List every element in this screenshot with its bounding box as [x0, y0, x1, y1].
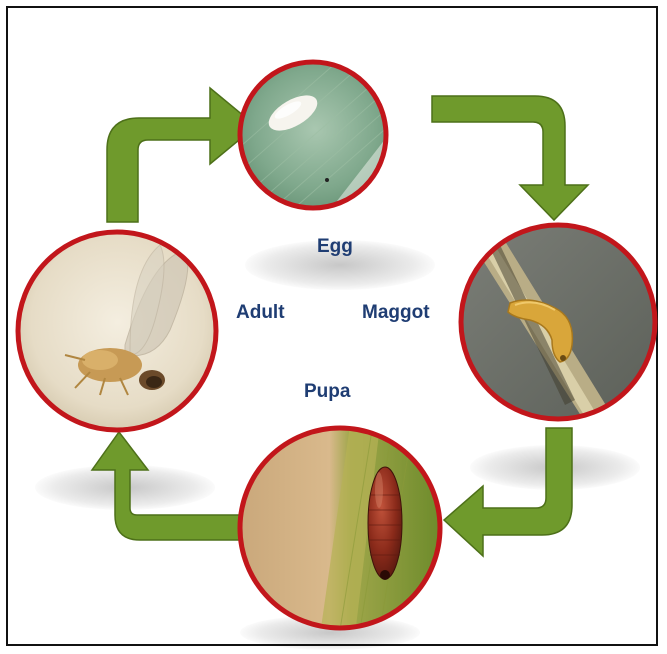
arrow-maggot-to-pupa	[444, 428, 572, 556]
maggot-label: Maggot	[362, 302, 430, 324]
egg-label: Egg	[317, 236, 353, 258]
pupa-photo	[235, 425, 445, 635]
adult-label: Adult	[236, 302, 285, 324]
arrow-pupa-to-adult	[92, 432, 240, 540]
egg-photo	[225, 20, 430, 225]
maggot-photo	[455, 220, 665, 430]
arrow-egg-to-maggot	[432, 96, 588, 220]
arrow-adult-to-egg	[107, 88, 256, 222]
pupa-label: Pupa	[304, 381, 350, 403]
adult-photo	[15, 230, 220, 435]
